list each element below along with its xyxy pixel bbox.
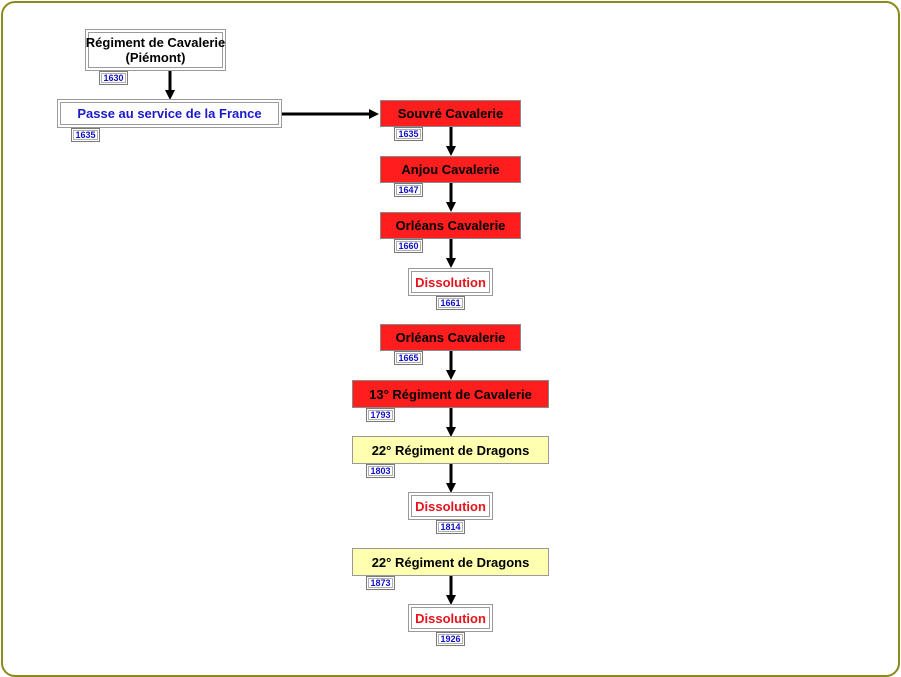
year-label: 1630 xyxy=(99,71,128,85)
year-label: 1873 xyxy=(366,576,395,590)
node-title: Dissolution xyxy=(415,498,486,514)
node-title: Dissolution xyxy=(415,274,486,290)
node-title: Régiment de Cavalerie xyxy=(85,35,226,50)
node-orleans-cavalerie: Orléans Cavalerie xyxy=(380,324,521,351)
node-title: Orléans Cavalerie xyxy=(395,218,506,233)
year-label: 1803 xyxy=(366,464,395,478)
node-dissolution: Dissolution xyxy=(408,604,493,632)
year-label: 1665 xyxy=(394,351,423,365)
node-22-regiment-de-dragons: 22° Régiment de Dragons xyxy=(352,436,549,464)
node-subtitle: (Piémont) xyxy=(125,50,186,65)
year-label: 1635 xyxy=(71,128,100,142)
node-passe-au-service: Passe au service de la France xyxy=(57,99,282,128)
node-title: Souvré Cavalerie xyxy=(397,106,504,121)
node-title: Passe au service de la France xyxy=(77,106,262,121)
node-orleans-cavalerie: Orléans Cavalerie xyxy=(380,212,521,239)
node-title: 13° Régiment de Cavalerie xyxy=(369,386,532,402)
node-22-regiment-de-dragons: 22° Régiment de Dragons xyxy=(352,548,549,576)
node-dissolution: Dissolution xyxy=(408,492,493,520)
node-dissolution: Dissolution xyxy=(408,268,493,296)
node-anjou-cavalerie: Anjou Cavalerie xyxy=(380,156,521,183)
year-label: 1635 xyxy=(394,127,423,141)
year-label: 1661 xyxy=(436,296,465,310)
node-title: 22° Régiment de Dragons xyxy=(371,442,530,458)
node-title: Dissolution xyxy=(415,610,486,626)
node-13-regiment-de-cavalerie: 13° Régiment de Cavalerie xyxy=(352,380,549,408)
node-regiment-de-cavalerie: Régiment de Cavalerie (Piémont) xyxy=(85,29,226,71)
year-label: 1647 xyxy=(394,183,423,197)
node-title: Anjou Cavalerie xyxy=(401,162,500,177)
year-label: 1814 xyxy=(436,520,465,534)
year-label: 1660 xyxy=(394,239,423,253)
node-title: Orléans Cavalerie xyxy=(395,330,506,345)
year-label: 1793 xyxy=(366,408,395,422)
node-title: 22° Régiment de Dragons xyxy=(371,554,530,570)
node-souvre-cavalerie: Souvré Cavalerie xyxy=(380,100,521,127)
year-label: 1926 xyxy=(436,632,465,646)
